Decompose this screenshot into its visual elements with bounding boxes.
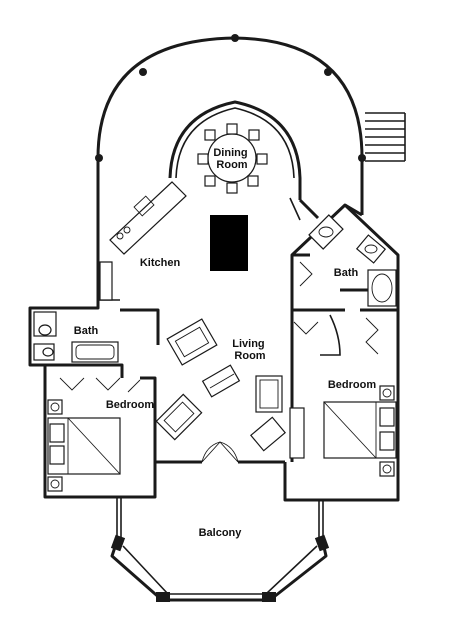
dining-table: [197, 123, 268, 194]
balcony-posts: [110, 534, 330, 602]
bath-right-fixtures: [299, 214, 397, 355]
living-room-label-line2: Room: [234, 350, 265, 362]
armchair-lower-right: [250, 416, 286, 452]
kitchen-counter: [99, 181, 187, 301]
bath-left-label: Bath: [74, 325, 99, 337]
balcony-label: Balcony: [199, 527, 243, 539]
sofa-lower: [155, 393, 203, 441]
coffee-table: [201, 364, 241, 398]
sofa-upper: [166, 318, 218, 366]
rotunda-posts: [95, 34, 366, 162]
bed-left: [47, 399, 121, 492]
armchair-right: [255, 375, 283, 413]
redaction-block: [210, 215, 248, 271]
dining-room-label-line1: Dining: [213, 147, 247, 159]
dresser-right: [289, 407, 305, 459]
outer-walls: [28, 36, 400, 502]
living-room-label: Living Room: [232, 338, 267, 362]
dining-room-label-line2: Room: [216, 159, 247, 171]
dining-room-label: Dining Room: [213, 147, 250, 171]
kitchen-label: Kitchen: [140, 257, 181, 269]
dining-bay-wall: [168, 100, 320, 221]
closet-doors-left: [59, 377, 141, 393]
bed-right: [323, 385, 397, 477]
balcony-outline: [110, 497, 328, 602]
bath-right-label: Bath: [334, 267, 359, 279]
bath-left-fixtures: [33, 311, 119, 363]
balcony-doors: [201, 441, 239, 463]
closet-right: [293, 314, 341, 356]
living-room-label-line1: Living: [232, 338, 264, 350]
bedroom-left-label: Bedroom: [106, 399, 155, 411]
stairs: [365, 112, 406, 162]
bedroom-right-label: Bedroom: [328, 379, 377, 391]
